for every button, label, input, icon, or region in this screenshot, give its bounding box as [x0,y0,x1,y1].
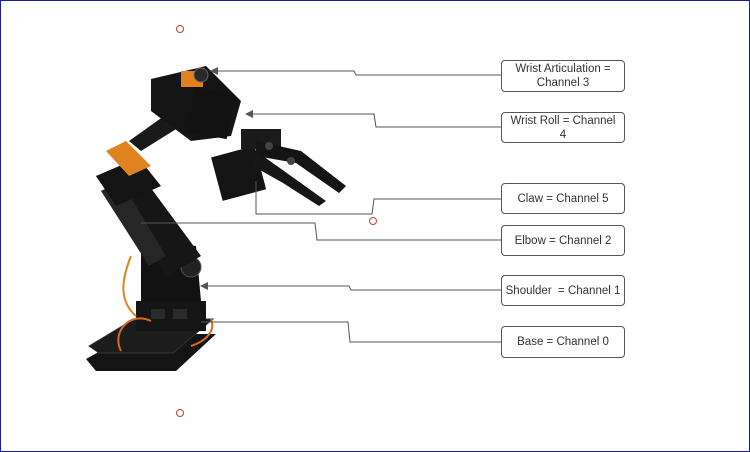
connector-elbow [141,222,501,241]
wrist-servo [151,66,241,141]
label-shoulder-text: Shoulder = Channel 1 [505,284,621,297]
connector-wrist-articulation [210,67,501,76]
connector-lines [141,67,501,343]
connector-base [201,321,501,343]
label-wrist-articulation[interactable]: Wrist Articulation = Channel 3 [501,60,625,92]
label-wrist-roll-text: Wrist Roll = Channel 4 [510,114,616,141]
selection-handle-bottom[interactable] [176,409,184,417]
label-elbow[interactable]: Elbow = Channel 2 [501,225,625,256]
connector-claw [255,181,501,215]
upper-arm [96,111,181,206]
label-base[interactable]: Base = Channel 0 [501,326,625,358]
label-claw-text: Claw = Channel 5 [517,192,609,205]
label-claw[interactable]: Claw = Channel 5 [501,183,625,214]
selection-handle-mid[interactable] [369,217,377,225]
claw [211,129,346,206]
connector-shoulder [200,282,501,291]
label-shoulder[interactable]: Shoulder = Channel 1 [501,275,625,306]
label-elbow-text: Elbow = Channel 2 [514,234,612,247]
label-base-text: Base = Channel 0 [517,336,609,348]
connector-wrist-roll [245,110,501,128]
selection-handle-top[interactable] [176,25,184,33]
label-wrist-roll[interactable]: Wrist Roll = Channel 4 [501,112,625,143]
base-plate [86,301,216,371]
label-wrist-articulation-text: Wrist Articulation = Channel 3 [515,63,611,89]
